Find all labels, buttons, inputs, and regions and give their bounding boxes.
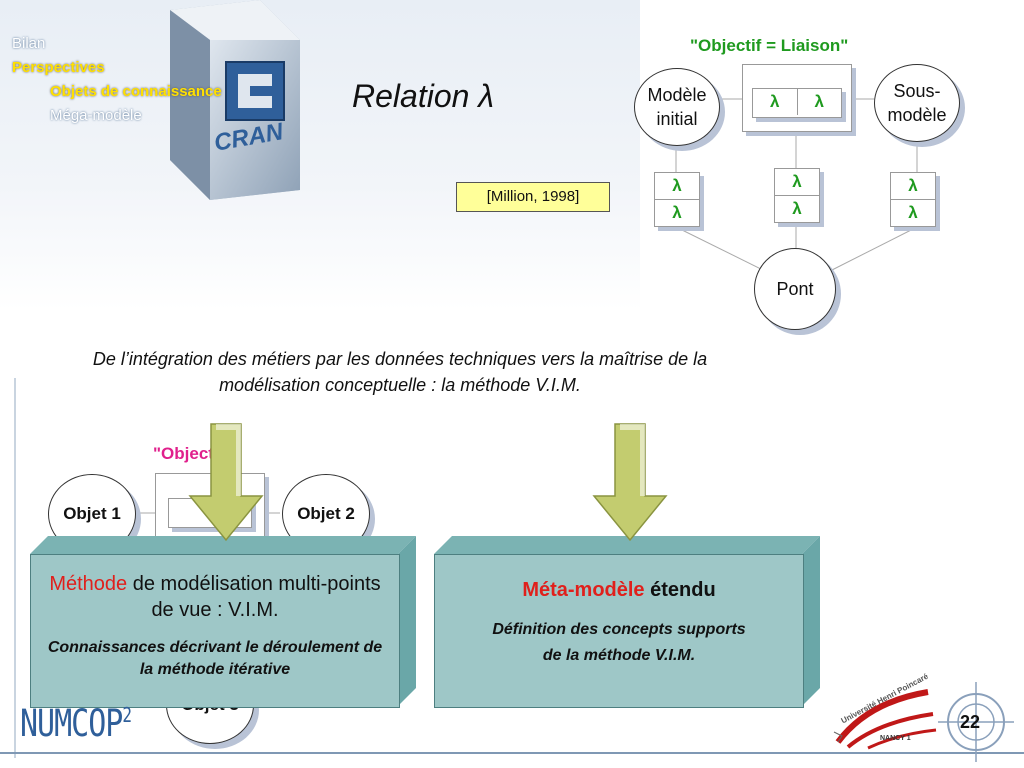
slide-navigation: Bilan Perspectives Objets de connaissanc… [12, 32, 222, 128]
modele-initial-node: Modèle initial [634, 68, 720, 146]
header-background [0, 0, 640, 310]
method-title-rest: de modélisation multi-points de vue : V.… [127, 573, 381, 621]
university-logo [833, 689, 937, 750]
sous-modele-node: Sous-modèle [874, 64, 960, 142]
method-title-highlight: Méthode [49, 573, 128, 595]
numcop-logo: NUMCOP2 [20, 702, 132, 746]
pont-node: Pont [754, 248, 836, 330]
lambda-cell: λ [814, 92, 824, 111]
page-number: 22 [960, 712, 981, 732]
meta-panel-top [434, 536, 820, 554]
slide-title: Relation λ [352, 78, 495, 114]
method-panel: Méthode de modélisation multi-points de … [30, 554, 400, 708]
lambda-stack-center: λ λ [774, 168, 820, 223]
nav-item-perspectives[interactable]: Perspectives [12, 59, 105, 76]
nav-item-bilan[interactable]: Bilan [12, 35, 46, 52]
numcop-logo-text: NUMCOP [20, 702, 123, 746]
method-panel-title: Méthode de modélisation multi-points de … [31, 571, 399, 623]
lambda-cell: λ [891, 173, 935, 200]
method-panel-side [398, 536, 416, 706]
university-city: NANCY 1 [880, 735, 911, 742]
down-arrow-right-icon [592, 423, 668, 542]
lambda-cell: λ [775, 169, 819, 196]
slide-subtitle: De l’intégration des métiers par les don… [92, 349, 708, 395]
meta-title-rest: étendu [644, 579, 716, 601]
lambda-cell: λ [655, 173, 699, 200]
lambda-cell: λ [753, 89, 798, 115]
liaison-lambda-pair: λ λ [752, 88, 842, 118]
method-panel-body: Connaissances décrivant le déroulement d… [47, 639, 383, 678]
lambda-stack-left: λ λ [654, 172, 700, 227]
cran-logo [170, 0, 300, 200]
lambda-cell: λ [672, 203, 682, 222]
nav-item-mega-modele[interactable]: Méga-modèle [50, 107, 142, 124]
numcop-logo-superscript: 2 [122, 703, 132, 727]
meta-title-highlight: Méta-modèle [522, 579, 645, 601]
sous-modele-label: Sous-modèle [887, 81, 947, 125]
footer-rule [0, 752, 1024, 754]
objet-1-label: Objet 1 [63, 504, 121, 523]
nav-item-objets-de-connaissance[interactable]: Objets de connaissance [50, 83, 222, 100]
lambda-cell: λ [792, 199, 802, 218]
objectif-liaison-heading: "Objectif = Liaison" [690, 36, 849, 55]
down-arrow-left-icon [188, 423, 264, 542]
meta-panel-body-1: Définition des concepts supports [492, 621, 746, 638]
modele-initial-label: Modèle initial [647, 85, 707, 129]
meta-model-panel: Méta-modèle étendu Définition des concep… [434, 554, 804, 708]
objet-2-label: Objet 2 [297, 504, 355, 523]
lambda-cell: λ [908, 203, 918, 222]
meta-panel-title: Méta-modèle étendu [435, 577, 803, 603]
meta-panel-body-2: de la méthode V.I.M. [542, 647, 696, 664]
left-rule [14, 378, 16, 758]
method-panel-top [30, 536, 416, 554]
meta-panel-side [802, 536, 820, 706]
page-target-icon [938, 682, 1014, 762]
lambda-stack-right: λ λ [890, 172, 936, 227]
citation-box: [Million, 1998] [456, 182, 610, 212]
pont-label: Pont [776, 279, 814, 299]
